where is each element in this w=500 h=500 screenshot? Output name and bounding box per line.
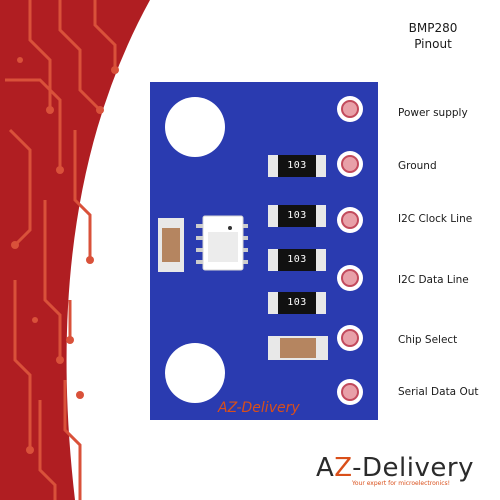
pin-label-serial-data-out: Serial Data Out — [398, 386, 479, 398]
pin-pads — [337, 96, 363, 405]
pcb-traces — [5, 0, 117, 500]
resistor-code: 103 — [287, 297, 307, 308]
pin-label-power-supply: Power supply — [398, 107, 468, 119]
title-line-2: Pinout — [414, 37, 452, 51]
board-silkscreen-brand: AZ-Delivery — [218, 400, 300, 416]
pin-label-i2c-data: I2C Data Line — [398, 274, 469, 286]
logo-letter-a: A — [316, 453, 335, 483]
resistors — [268, 155, 326, 314]
bmp280-chip — [196, 215, 248, 271]
resistor-code: 103 — [287, 254, 307, 265]
diagram-title: BMP280 Pinout — [388, 20, 478, 52]
pin-label-chip-select: Chip Select — [398, 334, 458, 346]
red-pcb-background — [0, 0, 150, 500]
pin-label-ground: Ground — [398, 160, 437, 172]
pcb-vias — [11, 57, 119, 454]
az-delivery-logo: AZ-Delivery — [316, 453, 474, 483]
logo-letter-z: Z — [334, 453, 353, 483]
logo-rest: -Delivery — [352, 453, 474, 483]
title-line-1: BMP280 — [408, 21, 458, 35]
pin-label-i2c-clock: I2C Clock Line — [398, 213, 473, 225]
mounting-hole-bottom — [165, 343, 225, 403]
resistor-code: 103 — [287, 210, 307, 221]
resistor-code: 103 — [287, 160, 307, 171]
logo-tagline: Your expert for microelectronics! — [352, 480, 451, 487]
mounting-hole-top — [165, 97, 225, 157]
